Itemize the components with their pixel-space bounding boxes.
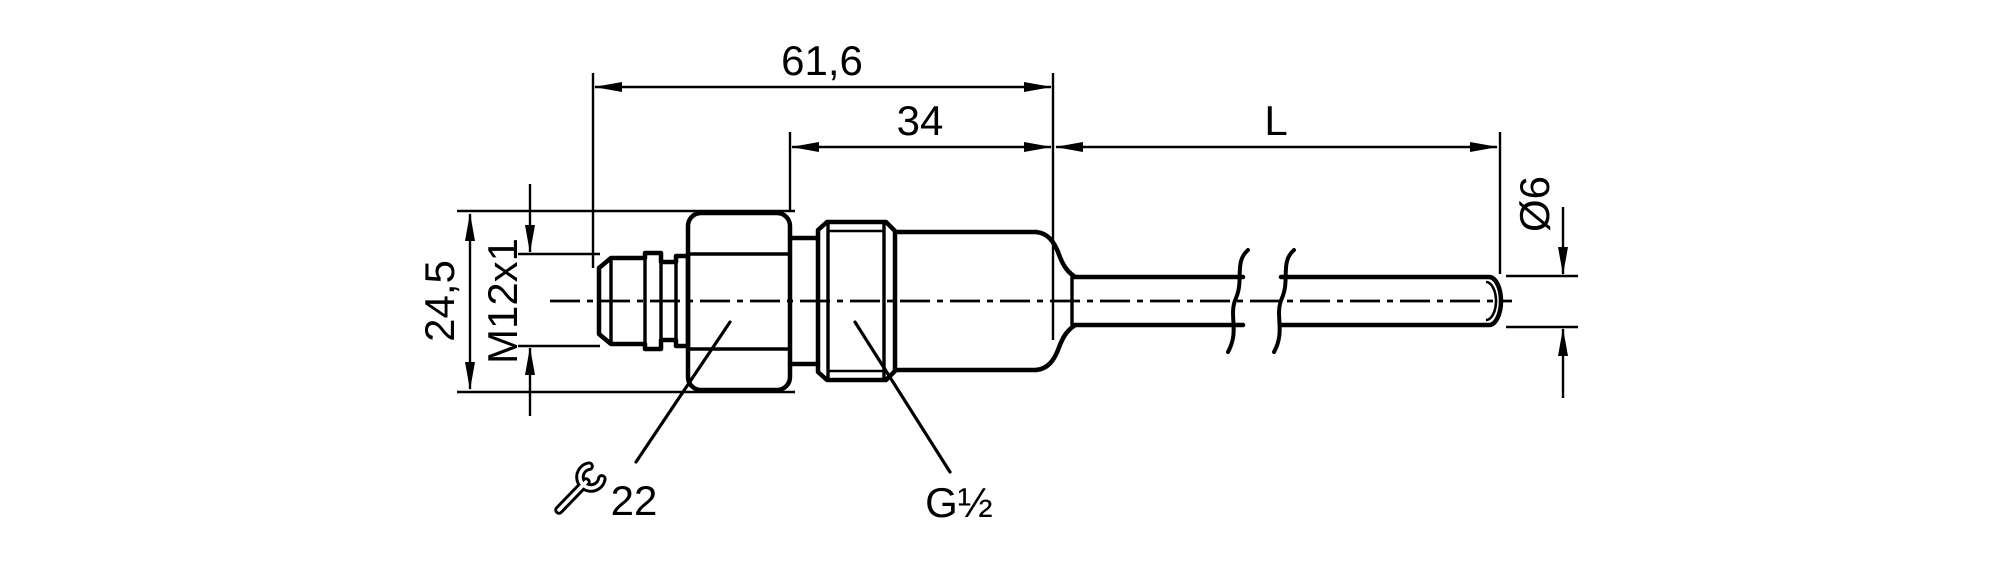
dim-probe-diameter: Ø6 [1506,176,1578,398]
sensor-body-outline [596,210,1504,393]
neck [787,235,821,367]
dim-connector-thread: M12x1 [479,184,600,416]
hex-nut [685,210,793,393]
dim-probe-length: L [1055,97,1502,274]
dim-thread-section-label: 34 [897,97,944,144]
dim-overall-length: 61,6 [591,37,1055,340]
process-connection-label: G½ [925,479,993,526]
sensor-housing [892,229,1077,373]
wrench-size-label: 22 [611,477,658,524]
dim-probe-diameter-label: Ø6 [1511,176,1558,232]
m12-connector-plug [596,250,691,352]
probe-tube [1070,248,1504,354]
dim-probe-length-label: L [1264,97,1287,144]
callout-wrench-size: 22 [554,320,732,524]
dim-connector-height: 24,5 [416,209,795,394]
callout-process-connection: G½ [853,320,993,526]
dim-connector-thread-label: M12x1 [479,238,526,364]
dim-thread-section-length: 34 [788,97,1052,211]
dim-overall-length-label: 61,6 [781,37,863,84]
break-symbol [1226,248,1250,354]
dim-connector-height-label: 24,5 [416,260,463,342]
break-symbol [1272,248,1296,354]
wrench-icon [554,461,607,515]
